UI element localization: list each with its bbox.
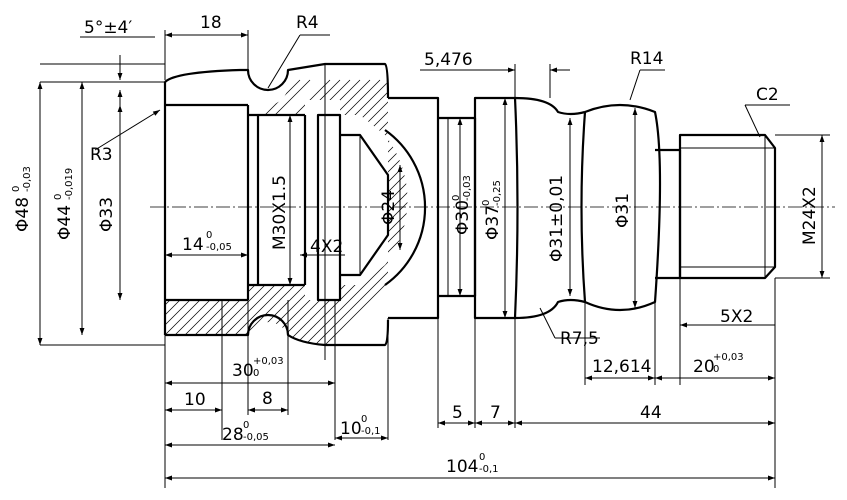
label-len104-tol: -0,1 bbox=[479, 464, 499, 475]
label-len8: 8 bbox=[262, 389, 273, 409]
label-r14: R14 bbox=[630, 49, 663, 69]
label-d48-tol: -0,03 bbox=[22, 166, 33, 192]
label-g5x2: 5X2 bbox=[720, 307, 753, 327]
label-d44-up: 0 bbox=[53, 194, 64, 200]
label-len30: 30 bbox=[232, 361, 254, 381]
label-d44-tol: -0,019 bbox=[64, 168, 75, 200]
label-len28-tol: -0,05 bbox=[243, 432, 269, 443]
label-len10b-up: 0 bbox=[361, 414, 367, 425]
label-r75: R7,5 bbox=[560, 329, 599, 349]
label-g4x2: 4X2 bbox=[310, 237, 343, 257]
label-d44: Φ44 bbox=[55, 205, 75, 240]
dimension-labels: Φ48 0 -0,03 Φ44 0 -0,019 Φ33 5°±4′ 18 R4… bbox=[11, 13, 820, 477]
label-r4: R4 bbox=[296, 13, 319, 33]
label-len10b-tol: -0,1 bbox=[361, 426, 381, 437]
dimension-lines bbox=[37, 32, 825, 481]
label-len14: 14 bbox=[182, 235, 204, 255]
label-len20: 20 bbox=[693, 357, 715, 377]
label-len14-tol: -0,05 bbox=[206, 242, 232, 253]
label-len104-up: 0 bbox=[479, 452, 485, 463]
label-len28: 28 bbox=[222, 425, 244, 445]
label-d33: Φ33 bbox=[97, 197, 117, 232]
label-len30-up: +0,03 bbox=[253, 356, 284, 367]
label-len30-low: 0 bbox=[253, 368, 259, 379]
label-d30: Φ30 bbox=[453, 200, 473, 235]
label-d31a: Φ31±0,01 bbox=[547, 175, 567, 262]
label-d24: Φ24 bbox=[379, 190, 399, 225]
label-len18: 18 bbox=[200, 13, 222, 33]
label-len14-up: 0 bbox=[206, 230, 212, 241]
label-d30-up: 0 bbox=[451, 195, 462, 201]
label-len44: 44 bbox=[640, 403, 662, 423]
label-len5476: 5,476 bbox=[424, 50, 473, 70]
label-c2: C2 bbox=[756, 85, 779, 105]
label-len10: 10 bbox=[184, 390, 206, 410]
label-len104: 104 bbox=[446, 457, 478, 477]
label-d37-up: 0 bbox=[481, 200, 492, 206]
label-r3: R3 bbox=[90, 145, 113, 165]
label-len5: 5 bbox=[452, 403, 463, 423]
label-d48-up: 0 bbox=[11, 186, 22, 192]
label-len7: 7 bbox=[490, 403, 501, 423]
label-len20-low: 0 bbox=[713, 364, 719, 375]
label-d30-tol: -0,03 bbox=[462, 175, 473, 201]
part-outline bbox=[163, 62, 777, 347]
label-len10b: 10 bbox=[340, 419, 362, 439]
label-len20-up: +0,03 bbox=[713, 352, 744, 363]
label-d48: Φ48 bbox=[13, 197, 33, 232]
label-m24: M24X2 bbox=[800, 186, 820, 245]
label-d37-tol: -0,25 bbox=[492, 180, 503, 206]
label-d31b: Φ31 bbox=[613, 193, 633, 228]
label-len12614: 12,614 bbox=[592, 357, 651, 377]
label-len28-up: 0 bbox=[243, 420, 249, 431]
label-m30: M30X1.5 bbox=[270, 175, 290, 250]
label-d37: Φ37 bbox=[483, 205, 503, 240]
label-angle: 5°±4′ bbox=[84, 18, 132, 38]
